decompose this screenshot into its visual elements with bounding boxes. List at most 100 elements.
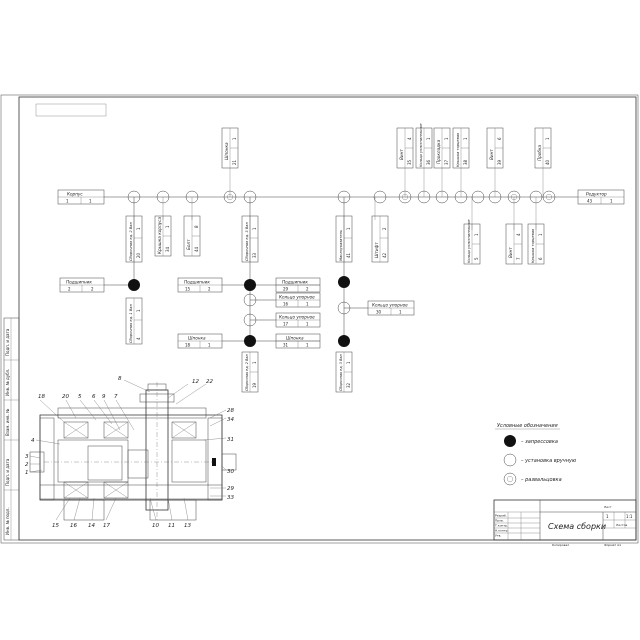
node-sub2-down: Сборочная ед. 2 Вал 19 1 (241, 351, 259, 393)
node-top-0-num: 21 (232, 159, 237, 165)
junction-open (471, 190, 485, 204)
callout-top-3: 6 (92, 394, 96, 400)
node-sub3-down-qty: 1 (346, 361, 351, 364)
node-bottom-7-label: Винт (508, 247, 513, 258)
node-sub2-head-num: 15 (185, 287, 191, 292)
sign-row-4: Утв. (495, 534, 501, 538)
node-final-num: 43 (587, 199, 593, 204)
node-sub3-side-label: Кольцо упорное (372, 303, 408, 308)
sheet-outer-border (0, 94, 639, 544)
node-top-0-label: Шпонка (224, 142, 229, 160)
node-bottom-8-label: Крышка торцевая (531, 228, 535, 263)
junction-target (542, 190, 556, 204)
gearbox-section-view (29, 382, 237, 521)
node-bottom-0: Сборочная ед. 2 Вал 20 1 (125, 215, 143, 263)
legend-item-0: – запрессовка (521, 439, 558, 445)
junction-open (454, 190, 468, 204)
node-base-label: Корпус (67, 192, 83, 197)
title-block: Разраб. Пров. Т.контр. Н.контр. Утв. Схе… (493, 499, 637, 541)
callout-right-0: 28 (227, 408, 234, 414)
node-sub2-ring1-label: Кольцо упорное (279, 295, 315, 300)
legend-title: Условные обозначения (497, 423, 558, 429)
node-bottom-6-qty: 1 (474, 233, 479, 236)
node-sub2-head-qty: 2 (208, 287, 211, 292)
node-bottom-8-num: 6 (538, 257, 543, 260)
junction-target (398, 190, 412, 204)
legend-open-symbol (503, 453, 517, 467)
junction-filled (128, 279, 140, 291)
node-sub2-ring2-label: Кольцо упорное (279, 315, 315, 320)
node-bottom-7-num: 7 (516, 257, 521, 260)
node-top-1-num: 35 (407, 159, 412, 165)
node-sub3-key-qty: 1 (306, 343, 309, 348)
node-bottom-2-qty: 8 (194, 225, 199, 228)
callout-right-5: 33 (227, 495, 234, 501)
callout-top-1: 20 (62, 394, 69, 400)
node-bottom-4: Маслоуказатель 41 1 (335, 215, 353, 263)
node-bottom-0-qty: 1 (136, 227, 141, 230)
drawing-title: Схема сборки (548, 522, 606, 531)
junction-open (127, 190, 141, 204)
node-bottom-4-label: Маслоуказатель (339, 230, 343, 261)
node-sub3-head-qty: 2 (306, 287, 309, 292)
copied-label: Копировал (552, 543, 569, 547)
main-axis-junctions (127, 190, 556, 204)
node-final: Редуктор 43 1 (577, 189, 625, 205)
node-top-1-qty: 4 (407, 137, 412, 140)
junction-target (223, 190, 237, 204)
section-callouts: 18 20 5 6 9 7 8 12 22 28 34 31 30 29 33 … (25, 376, 234, 529)
node-sub1-head-label: Подшипник (66, 280, 92, 285)
callout-top-4: 9 (102, 394, 106, 400)
junction-target-inner (227, 194, 233, 200)
node-bottom-7-qty: 4 (516, 233, 521, 236)
node-sub2-head-label: Подшипник (184, 280, 210, 285)
node-sub2-ring1-qty: 1 (306, 302, 309, 307)
node-sub3-head-label: Подшипник (282, 280, 308, 285)
node-bottom-4-num: 41 (346, 252, 351, 258)
node-sub3-key-label: Шпонка (286, 336, 304, 341)
node-top-6-label: Пробка (537, 145, 542, 161)
callout-bottom-2: 14 (88, 523, 95, 529)
node-sub1-head-num: 2 (68, 287, 71, 292)
sign-row-3: Н.контр. (495, 529, 508, 533)
binding-stamp: Инв. № подл. Подп. и дата Взам. инв. № И… (3, 317, 20, 541)
node-bottom-8: Крышка торцевая 6 1 (527, 223, 545, 265)
legend-target-inner (507, 476, 513, 482)
node-bottom-1: Крышка корпуса 34 1 (154, 215, 172, 257)
node-sub1-head: Подшипник 2 2 (59, 277, 105, 293)
sheet-scale: 1:1 (626, 514, 633, 519)
junction-target-inner (546, 194, 552, 200)
junction-target-inner (511, 194, 517, 200)
callout-right-1: 34 (227, 417, 234, 423)
node-top-5-qty: 6 (497, 137, 502, 140)
node-sub2-key-label: Шпонка (188, 336, 206, 341)
node-sub3-side-qty: 1 (399, 310, 402, 315)
callout-bottom-3: 17 (103, 523, 110, 529)
node-sub2-down-label: Сборочная ед. 2 Вал (245, 354, 249, 391)
node-top-3-qty: 1 (444, 137, 449, 140)
callout-right-2: 31 (227, 437, 234, 443)
node-sub3-down-num: 32 (346, 382, 351, 388)
node-top-2-num: 36 (426, 159, 431, 165)
node-top-3-label: Прокладка (436, 139, 441, 164)
junction-filled (338, 335, 350, 347)
node-bottom-1-qty: 1 (165, 225, 170, 228)
node-sub1-down-label: Сборочная ед. 1 Вал (129, 304, 133, 343)
junction-target-inner (402, 194, 408, 200)
sheet-inner-frame (18, 96, 637, 541)
junction-open (156, 190, 170, 204)
node-bottom-4-qty: 1 (346, 227, 351, 230)
node-bottom-2-label: Болт (186, 239, 191, 250)
node-sub2-down-qty: 1 (252, 361, 257, 364)
node-sub3-side: Кольцо упорное 30 1 (367, 300, 415, 316)
node-base-qty: 1 (89, 199, 92, 204)
node-sub2-ring2-qty: 1 (306, 322, 309, 327)
junction-open (243, 313, 257, 327)
legend: Условные обозначения – запрессовка – уст… (495, 423, 576, 486)
node-sub3-down: Сборочная ед. 3 Вал 32 1 (335, 351, 353, 393)
legend-item-2: – развальцовка (521, 477, 562, 483)
node-top-5: Винт 39 6 (486, 127, 504, 169)
callout-right-4: 29 (227, 486, 234, 492)
callout-bottom-5: 11 (168, 523, 175, 529)
node-base: Корпус 1 1 (57, 189, 105, 205)
